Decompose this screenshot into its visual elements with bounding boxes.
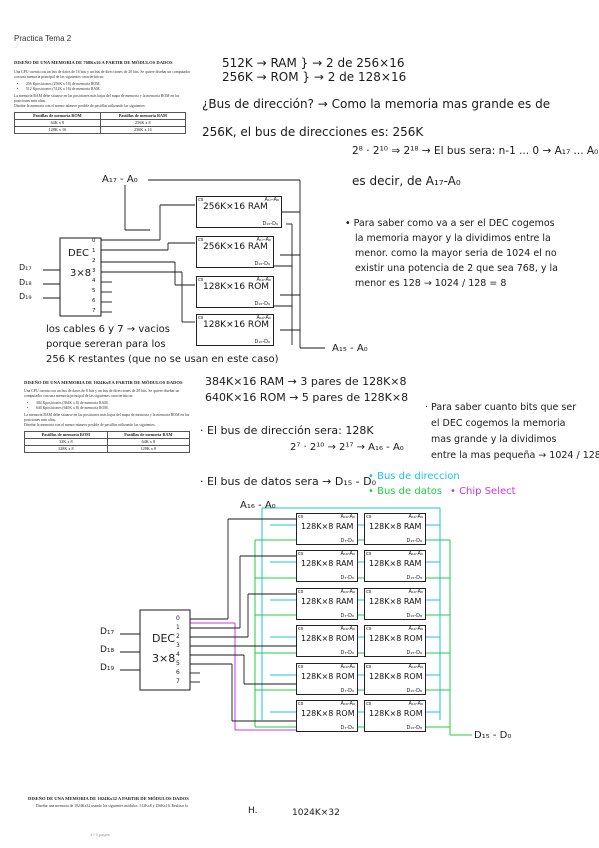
decoder-1-label: DEC xyxy=(68,248,90,259)
decoder-2-input: D₁₇ xyxy=(100,627,115,637)
section-1-instruction: Diseñar la memoria con el menor número p… xyxy=(14,104,146,108)
decoder-2-input: D₁₈ xyxy=(100,645,115,655)
note-ram-pairs: 384K×16 RAM → 3 pares de 128K×8 xyxy=(205,375,407,388)
note-bus-2-calc: 2⁷ · 2¹⁰ → 2¹⁷ → A₁₆ - A₀ xyxy=(290,442,404,453)
note-bus-result: es decir, de A₁₇-A₀ xyxy=(352,174,461,188)
note-fragment-h: H. xyxy=(248,806,258,816)
memory-chip-rom: cs A₁₆-A₀ 128K×16 ROM D₁₅-D₀ xyxy=(196,314,274,346)
legend-chip-select: • Chip Select xyxy=(450,486,516,497)
section-2-bullet: 640 Kposiciones (640K x 8) de memoria RO… xyxy=(36,406,194,411)
decoder-1: DEC 3×8 xyxy=(60,238,101,316)
section-2-note: La memoria RAM debe situarse en las posi… xyxy=(24,413,190,422)
section-3-paragraph: Diseñar una memoria de 1024Kx32 usando l… xyxy=(36,804,188,808)
legend-address-bus: • Bus de direccion xyxy=(368,471,460,482)
section-1: DISEÑO DE UNA MEMORIA DE 768Kx16 A PARTI… xyxy=(14,60,192,134)
section-1-note: La memoria RAM debe situarse en las posi… xyxy=(14,94,180,103)
section-3-heading: DISEÑO DE UNA MEMORIA DE 1024Kx32 A PART… xyxy=(28,796,189,801)
section-2-heading: DISEÑO DE UNA MEMORIA DE 1024Kx8 A PARTI… xyxy=(24,380,183,385)
note-decoder-2: · Para saber cuanto bits que ser el DEC … xyxy=(425,402,599,461)
decoder-1-size: 3×8 xyxy=(70,268,92,279)
page-title: Practica Tema 2 xyxy=(14,34,72,43)
section-1-bullets: 256 Kposiciones (256K x 16) de memoria R… xyxy=(26,82,192,92)
section-1-heading: DISEÑO DE UNA MEMORIA DE 768Kx16 A PARTI… xyxy=(14,60,173,65)
decoder-1-outputs: 0 1 2 3 4 5 6 7 xyxy=(92,238,96,314)
note-decoder-explanation: • Para saber como va a ser el DEC cogemo… xyxy=(345,218,558,289)
decoder-1-input: D₁₉ xyxy=(19,292,32,301)
page-subtitle: ... xyxy=(14,45,17,49)
note-bus-calc: 2⁸ · 2¹⁰ ⇒ 2¹⁸ → El bus sera: n-1 ... 0 … xyxy=(352,145,599,157)
memory-chip-ram: cs A₁₇-A₀ 256K×16 RAM D₁₅-D₀ xyxy=(196,196,282,228)
note-rom-split: 256K → ROM } → 2 de 128×16 xyxy=(222,70,407,84)
note-bus-2: · El bus de dirección sera: 128K xyxy=(200,424,374,437)
section-2-bullet: 384 Kposiciones (384K x 8) de memoria RA… xyxy=(36,401,194,406)
legend-data-bus: • Bus de datos xyxy=(368,486,443,497)
note-data-bus-2: · El bus de datos sera → D₁₅ - D₀ xyxy=(200,475,377,488)
diagram-1-address-label: A₁₇ - A₀ xyxy=(102,174,138,185)
section-1-bullet: 512 Kposiciones (512K x 16) de memoria R… xyxy=(26,87,192,92)
section-1-paragraph: Una CPU cuenta con un bus de datos de 16… xyxy=(14,70,191,79)
note-rom-pairs: 640K×16 ROM → 5 pares de 128K×8 xyxy=(205,391,409,404)
section-2-paragraph: Una CPU cuenta con un bus de datos de 8 … xyxy=(24,389,180,398)
decoder-2-input: D₁₉ xyxy=(100,663,115,673)
decoder-2-outputs: 0 1 2 3 4 5 6 7 xyxy=(176,615,180,685)
decoder-2: DEC 3×8 xyxy=(140,610,190,690)
note-ram-split: 512K → RAM } → 2 de 256×16 xyxy=(222,56,405,70)
diagram-1-data-label: A₁₅ - A₀ xyxy=(332,343,368,354)
decoder-1-input: D₁₇ xyxy=(19,263,32,272)
decoder-2-size: 3×8 xyxy=(152,652,176,665)
memory-chip-rom: cs A₁₆-A₀ 128K×16 ROM D₁₅-D₀ xyxy=(196,276,274,308)
page-footer: 4 / 5 pages xyxy=(90,832,110,837)
diagram-2-address-label: A₁₆ - A₀ xyxy=(240,500,276,511)
note-bus-question: ¿Bus de dirección? → Como la memoria mas… xyxy=(202,97,551,111)
decoder-2-label: DEC xyxy=(152,632,176,645)
section-2-bullets: 384 Kposiciones (384K x 8) de memoria RA… xyxy=(36,401,194,411)
diagram-2-data-label: D₁₅ - D₀ xyxy=(474,730,512,741)
note-fragment-size: 1024K×32 xyxy=(292,808,340,818)
section-2: DISEÑO DE UNA MEMORIA DE 1024Kx8 A PARTI… xyxy=(24,380,194,453)
note-unused-cables: los cables 6 y 7 → vacios porque sereran… xyxy=(46,324,279,365)
section-1-bullet: 256 Kposiciones (256K x 16) de memoria R… xyxy=(26,82,192,87)
note-bus-answer: 256K, el bus de direcciones es: 256K xyxy=(202,125,424,139)
decoder-1-input: D₁₈ xyxy=(19,278,32,287)
section-2-instruction: Diseñar la memoria con el menor número p… xyxy=(24,423,156,427)
section-3: DISEÑO DE UNA MEMORIA DE 1024Kx32 A PART… xyxy=(28,796,238,809)
memory-chip-ram: cs A₁₇-A₀ 256K×16 RAM D₁₅-D₀ xyxy=(196,236,274,268)
